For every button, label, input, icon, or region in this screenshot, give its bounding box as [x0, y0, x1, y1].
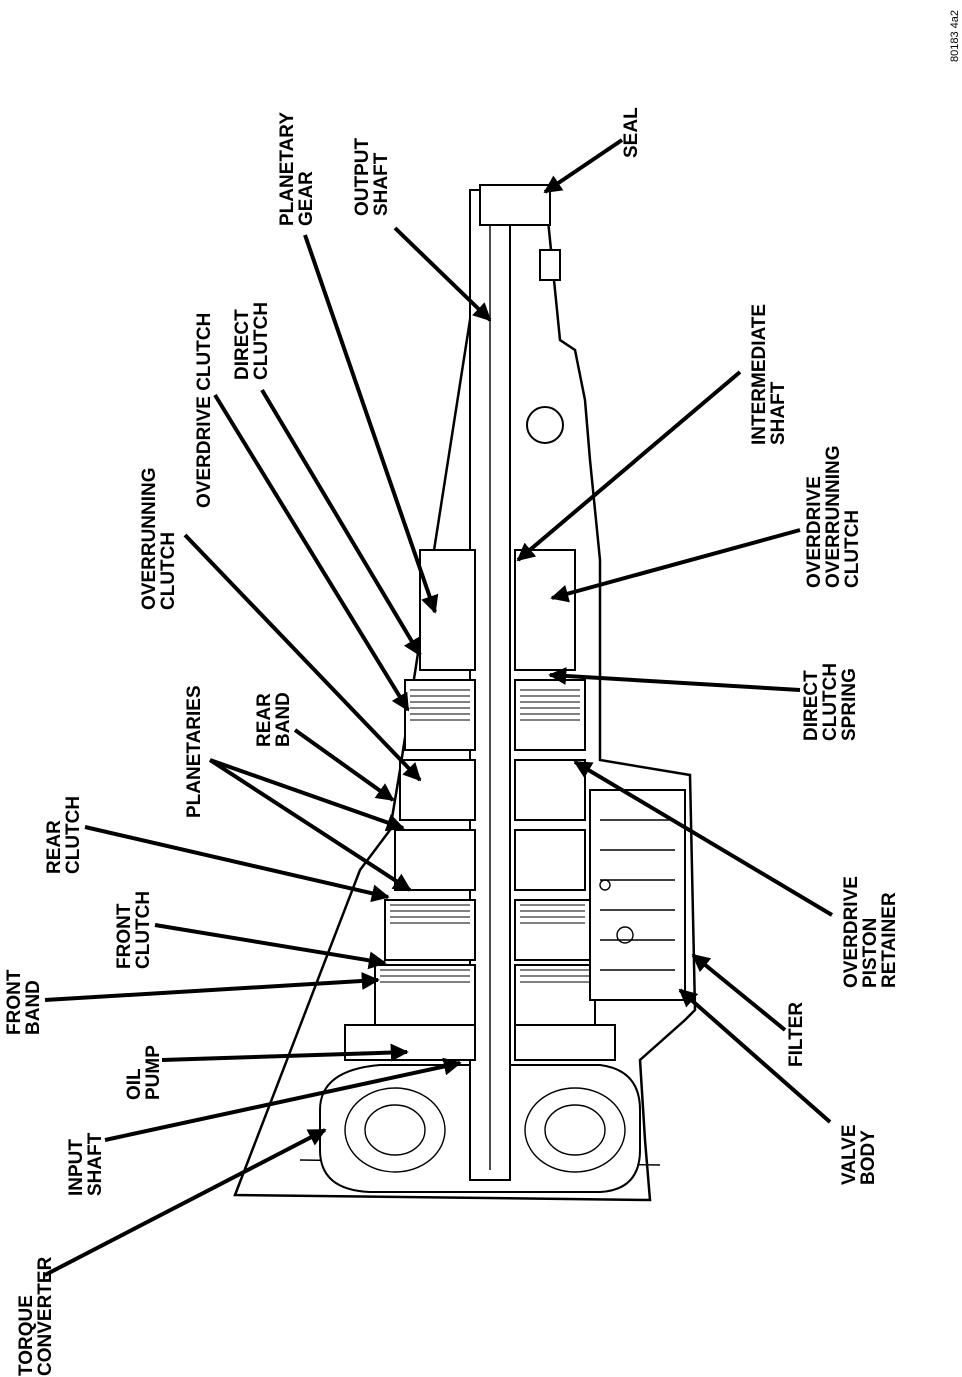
svg-text:FRONT: FRONT [114, 903, 135, 969]
label-overdrive-clutch: OVERDRIVE CLUTCH [194, 313, 215, 508]
leader-planetaries-2 [208, 758, 412, 892]
figure-code: 80183 4a2 [949, 10, 961, 62]
leader-overdrive-clutch [213, 393, 410, 712]
svg-text:CONVERTER: CONVERTER [35, 1256, 56, 1376]
svg-text:BAND: BAND [273, 692, 294, 747]
leader-front-clutch [154, 923, 387, 970]
svg-text:OIL: OIL [124, 1068, 145, 1100]
label-planetary-gear: PLANETARY GEAR [277, 112, 317, 226]
svg-text:PISTON: PISTON [860, 918, 881, 988]
leader-valve-body [678, 988, 832, 1124]
leader-direct-clutch [260, 388, 422, 657]
svg-text:DIRECT: DIRECT [232, 309, 253, 380]
svg-text:SEAL: SEAL [621, 107, 642, 158]
label-torque-converter: TORQUE CONVERTER [16, 1256, 56, 1376]
label-filter: FILTER [786, 1002, 807, 1067]
label-seal: SEAL [621, 107, 642, 158]
svg-text:BODY: BODY [858, 1130, 879, 1185]
svg-text:PUMP: PUMP [143, 1045, 164, 1100]
svg-text:80183 4a2: 80183 4a2 [949, 10, 961, 62]
svg-text:FILTER: FILTER [786, 1002, 807, 1067]
svg-text:PLANETARIES: PLANETARIES [184, 685, 205, 818]
leader-input-shaft [104, 1057, 462, 1142]
svg-text:BAND: BAND [23, 980, 44, 1035]
label-front-band: FRONT BAND [4, 969, 44, 1035]
svg-text:CLUTCH: CLUTCH [158, 532, 179, 610]
svg-text:SPRING: SPRING [839, 668, 860, 741]
svg-text:SHAFT: SHAFT [85, 1132, 106, 1196]
leader-rear-clutch [84, 825, 390, 903]
svg-text:SHAFT: SHAFT [371, 152, 392, 216]
leader-direct-clutch-spring [548, 666, 801, 692]
leader-torque-converter [44, 1128, 327, 1277]
label-intermediate-shaft: INTERMEDIATE SHAFT [749, 304, 789, 445]
svg-text:OUTPUT: OUTPUT [352, 138, 373, 217]
label-output-shaft: OUTPUT SHAFT [352, 138, 392, 217]
svg-text:OVERDRIVE: OVERDRIVE [841, 876, 862, 988]
label-direct-clutch: DIRECT CLUTCH [232, 302, 272, 380]
labels: TORQUE CONVERTER INPUT SHAFT OIL PUMP FR… [4, 10, 961, 1376]
svg-text:CLUTCH: CLUTCH [251, 302, 272, 380]
label-direct-clutch-spring: DIRECT CLUTCH SPRING [801, 663, 860, 741]
label-rear-band: REAR BAND [254, 692, 294, 747]
svg-text:CLUTCH: CLUTCH [842, 510, 863, 588]
leader-overdrive-overrunning-clutch [550, 528, 801, 603]
label-planetaries: PLANETARIES [184, 685, 205, 818]
label-oil-pump: OIL PUMP [124, 1045, 164, 1100]
label-valve-body: VALVE BODY [839, 1124, 879, 1185]
svg-text:TORQUE: TORQUE [16, 1295, 37, 1376]
leader-intermediate-shaft [516, 370, 742, 562]
label-overdrive-overrunning-clutch: OVERDRIVE OVERRUNNING CLUTCH [804, 445, 863, 588]
svg-text:SHAFT: SHAFT [768, 381, 789, 445]
leader-rear-band [293, 728, 395, 802]
svg-text:INPUT: INPUT [66, 1139, 87, 1196]
leader-front-band [44, 971, 380, 1002]
leader-filter [691, 953, 787, 1032]
label-input-shaft: INPUT SHAFT [66, 1132, 106, 1196]
svg-text:OVERDRIVE CLUTCH: OVERDRIVE CLUTCH [194, 313, 215, 508]
leader-planetary-gear [303, 234, 439, 614]
svg-text:REAR: REAR [254, 693, 275, 747]
svg-text:DIRECT: DIRECT [801, 670, 822, 741]
label-overdrive-piston-retainer: OVERDRIVE PISTON RETAINER [841, 876, 900, 988]
svg-text:CLUTCH: CLUTCH [133, 891, 154, 969]
leader-output-shaft [393, 226, 492, 322]
leader-overdrive-piston-retainer [573, 760, 834, 917]
label-front-clutch: FRONT CLUTCH [114, 891, 154, 969]
svg-text:FRONT: FRONT [4, 969, 25, 1035]
svg-text:PLANETARY: PLANETARY [277, 112, 298, 226]
label-overrunning-clutch: OVERRUNNING CLUTCH [139, 467, 179, 610]
svg-text:GEAR: GEAR [296, 171, 317, 226]
svg-text:VALVE: VALVE [839, 1124, 860, 1185]
valve-body-block [589, 789, 686, 1001]
svg-text:OVERRUNNING: OVERRUNNING [139, 467, 160, 610]
transmission-illustration [233, 184, 697, 1202]
svg-text:REAR: REAR [44, 820, 65, 874]
svg-text:RETAINER: RETAINER [879, 892, 900, 988]
svg-text:INTERMEDIATE: INTERMEDIATE [749, 304, 770, 445]
svg-text:OVERRUNNING: OVERRUNNING [823, 445, 844, 588]
svg-text:CLUTCH: CLUTCH [820, 663, 841, 741]
svg-text:OVERDRIVE: OVERDRIVE [804, 476, 825, 588]
leader-lines [44, 138, 834, 1277]
leader-seal [543, 138, 624, 194]
label-rear-clutch: REAR CLUTCH [44, 796, 84, 874]
leader-overrunning-clutch [183, 533, 422, 782]
leader-planetaries-1 [209, 758, 405, 832]
leader-oil-pump [161, 1043, 409, 1062]
svg-text:CLUTCH: CLUTCH [63, 796, 84, 874]
